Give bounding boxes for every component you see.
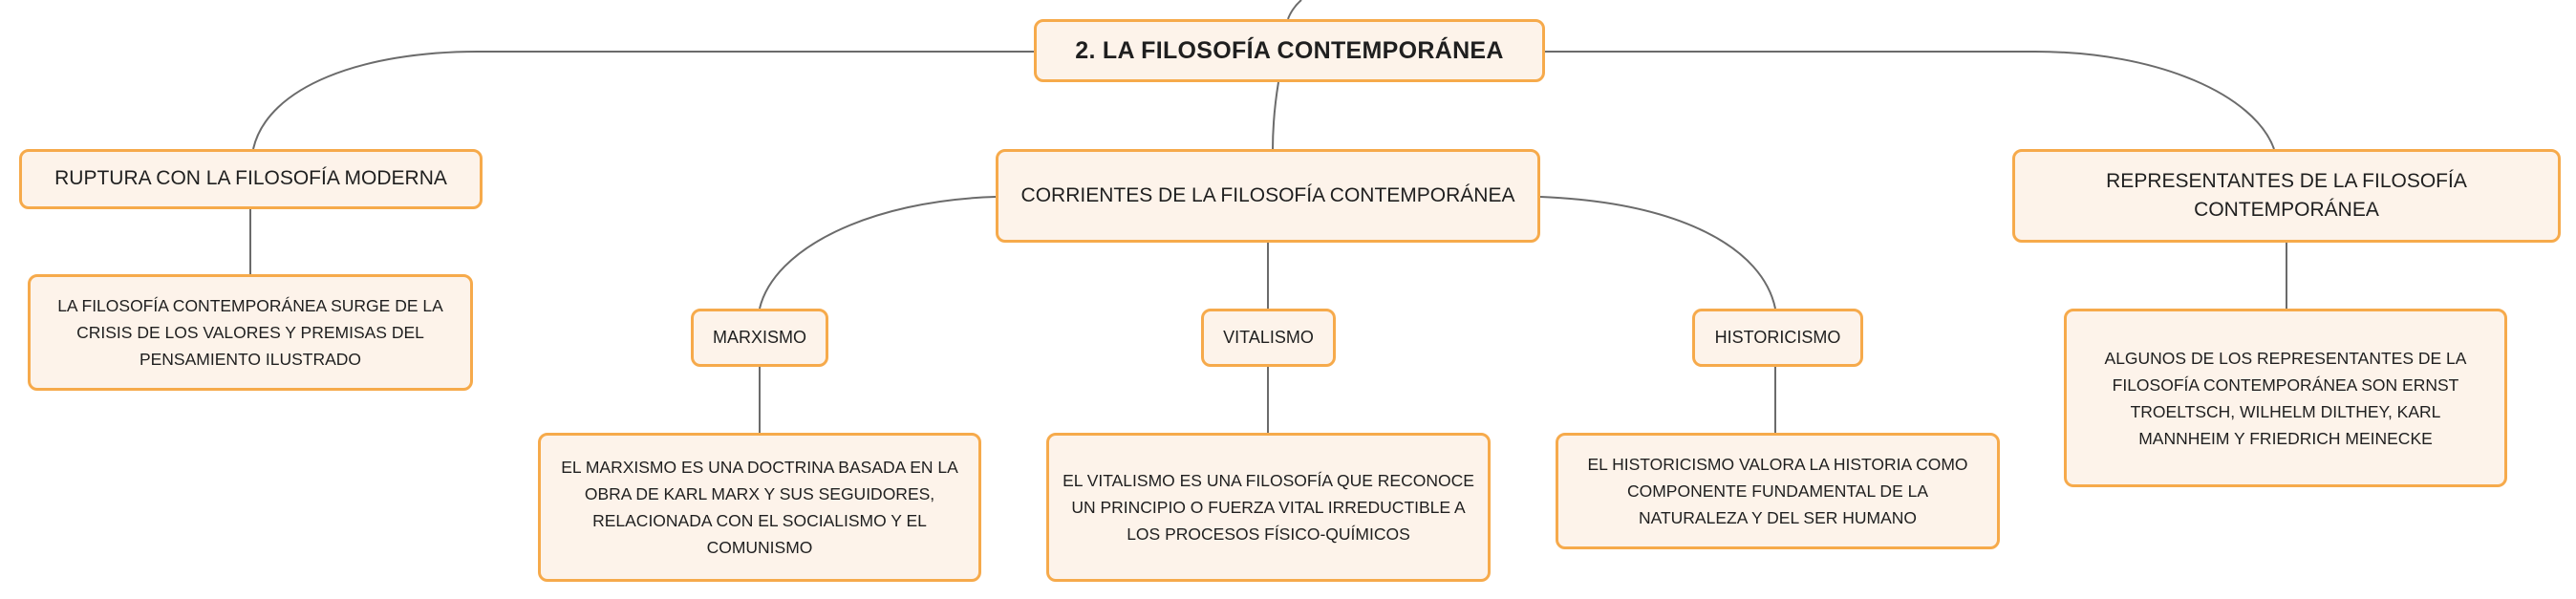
connector-corrientes-to-historicismo — [1539, 196, 1776, 310]
description-node-ruptura[interactable]: LA FILOSOFÍA CONTEMPORÁNEA SURGE DE LA C… — [28, 274, 473, 391]
branch-label-representantes: REPRESENTANTES DE LA FILOSOFÍA CONTEMPOR… — [2106, 169, 2467, 221]
description-node-representantes[interactable]: ALGUNOS DE LOS REPRESENTANTES DE LA FILO… — [2064, 309, 2507, 487]
subtopic-label-historicismo: HISTORICISMO — [1714, 328, 1841, 348]
description-node-historicismo[interactable]: EL HISTORICISMO VALORA LA HISTORIA COMO … — [1556, 433, 2000, 549]
connector-central-to-representantes — [1545, 51, 2275, 150]
central-topic-label: 2. LA FILOSOFÍA CONTEMPORÁNEA — [1075, 36, 1504, 64]
connector-central-to-corrientes — [1272, 81, 1279, 152]
description-node-vitalismo[interactable]: EL VITALISMO ES UNA FILOSOFÍA QUE RECONO… — [1046, 433, 1491, 582]
central-topic-node[interactable]: 2. LA FILOSOFÍA CONTEMPORÁNEA — [1034, 19, 1545, 82]
subtopic-node-historicismo[interactable]: HISTORICISMO — [1692, 309, 1863, 367]
subtopic-label-marxismo: MARXISMO — [712, 328, 806, 348]
branch-node-representantes[interactable]: REPRESENTANTES DE LA FILOSOFÍA CONTEMPOR… — [2012, 149, 2561, 243]
subtopic-node-vitalismo[interactable]: VITALISMO — [1201, 309, 1336, 367]
branch-node-ruptura[interactable]: RUPTURA CON LA FILOSOFÍA MODERNA — [19, 149, 483, 209]
description-node-marxismo[interactable]: EL MARXISMO ES UNA DOCTRINA BASADA EN LA… — [538, 433, 981, 582]
description-text-representantes: ALGUNOS DE LOS REPRESENTANTES DE LA FILO… — [2104, 348, 2467, 448]
branch-label-ruptura: RUPTURA CON LA FILOSOFÍA MODERNA — [54, 167, 447, 190]
connector-corrientes-to-marxismo — [759, 196, 997, 310]
description-text-marxismo: EL MARXISMO ES UNA DOCTRINA BASADA EN LA… — [561, 458, 958, 557]
description-text-historicismo: EL HISTORICISMO VALORA LA HISTORIA COMO … — [1587, 455, 1968, 527]
branch-label-corrientes: CORRIENTES DE LA FILOSOFÍA CONTEMPORÁNEA — [1020, 183, 1515, 206]
subtopic-label-vitalismo: VITALISMO — [1223, 328, 1314, 348]
subtopic-node-marxismo[interactable]: MARXISMO — [691, 309, 828, 367]
description-text-ruptura: LA FILOSOFÍA CONTEMPORÁNEA SURGE DE LA C… — [57, 296, 443, 369]
connector-top-incoming — [1287, 0, 1302, 20]
description-text-vitalismo: EL VITALISMO ES UNA FILOSOFÍA QUE RECONO… — [1063, 471, 1474, 544]
branch-node-corrientes[interactable]: CORRIENTES DE LA FILOSOFÍA CONTEMPORÁNEA — [996, 149, 1540, 243]
connector-central-to-ruptura — [252, 51, 1034, 150]
